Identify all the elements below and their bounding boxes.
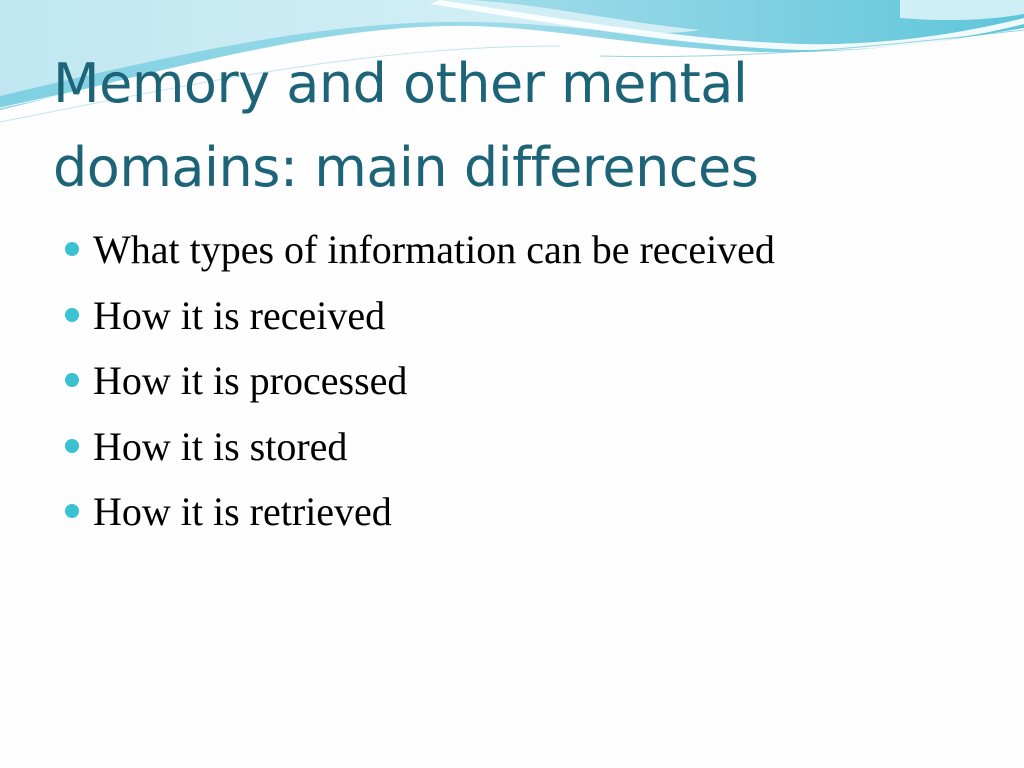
bullet-text: How it is retrieved bbox=[93, 489, 392, 534]
bullet-text: How it is stored bbox=[93, 423, 348, 469]
slide-title: Memory and other mental domains: main di… bbox=[53, 52, 759, 199]
bullet-dot-icon bbox=[65, 504, 79, 518]
wave-decoration bbox=[0, 0, 1024, 123]
bullet-text: What types of information can be receive… bbox=[93, 227, 775, 272]
bullet-text: How it is processed bbox=[93, 358, 408, 403]
bullet-item: What types of information can be receive… bbox=[62, 222, 1002, 288]
bullet-item: How it is stored bbox=[62, 419, 1002, 485]
bullet-dot-icon bbox=[65, 307, 79, 322]
bullet-item: How it is received bbox=[62, 288, 1002, 354]
bullet-item: How it is retrieved bbox=[62, 484, 1002, 550]
bullet-dot-icon bbox=[65, 242, 79, 256]
bullet-dot-icon bbox=[65, 438, 79, 453]
bullet-dot-icon bbox=[65, 373, 79, 387]
bullet-list: What types of information can be receive… bbox=[62, 222, 1002, 550]
bullet-item: How it is processed bbox=[62, 353, 1002, 419]
bullet-text: How it is received bbox=[93, 292, 386, 338]
